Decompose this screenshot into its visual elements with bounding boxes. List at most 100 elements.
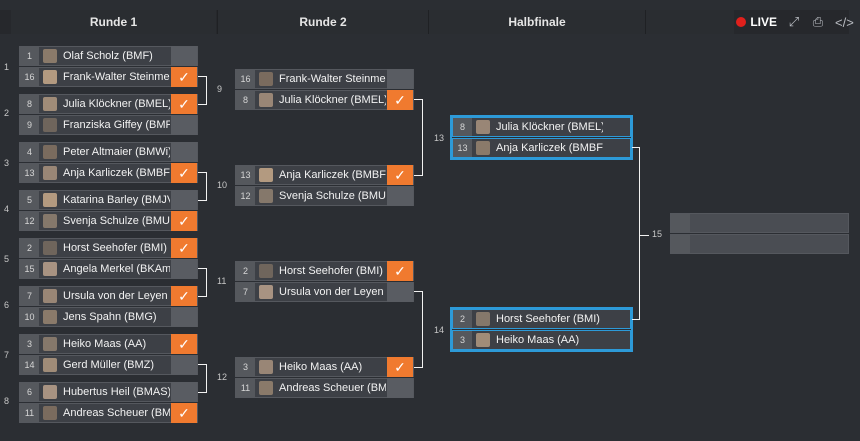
team-slot[interactable] <box>670 213 849 233</box>
pick-checkbox[interactable]: ✓ <box>171 403 197 423</box>
match-number: 8 <box>4 396 10 406</box>
semifinal-header: Halbfinale <box>428 10 645 34</box>
pick-checkbox[interactable]: ✓ <box>171 94 197 114</box>
seed-number: 16 <box>20 68 39 86</box>
avatar <box>43 406 57 420</box>
checkmark-icon: ✓ <box>394 263 406 279</box>
pick-checkbox[interactable]: ✓ <box>171 238 197 258</box>
embed-code-icon[interactable]: </> <box>835 14 854 30</box>
pick-checkbox[interactable] <box>171 355 197 375</box>
bracket-connector <box>414 175 423 176</box>
pick-checkbox[interactable] <box>387 282 413 302</box>
seed-number: 12 <box>236 187 255 205</box>
avatar <box>43 358 57 372</box>
avatar <box>43 193 57 207</box>
pick-checkbox[interactable]: ✓ <box>171 334 197 354</box>
seed-number: 5 <box>20 191 39 209</box>
avatar <box>43 262 57 276</box>
seed-number: 14 <box>20 356 39 374</box>
seed-number: 7 <box>20 287 39 305</box>
match-number: 3 <box>4 158 10 168</box>
team-slot[interactable]: 4 Peter Altmaier (BMWi) <box>19 142 198 162</box>
bracket-connector <box>414 291 423 292</box>
seed-number: 7 <box>236 283 255 301</box>
seed-number: 4 <box>20 143 39 161</box>
pick-checkbox[interactable] <box>171 142 197 162</box>
pick-checkbox[interactable]: ✓ <box>387 90 413 110</box>
team-name: Heiko Maas (AA) <box>279 361 363 373</box>
seed-number: 2 <box>20 239 39 257</box>
team-slot[interactable] <box>670 234 849 254</box>
match-number: 14 <box>434 325 445 335</box>
pick-checkbox[interactable] <box>171 46 197 66</box>
avatar <box>259 381 273 395</box>
match-number: 7 <box>4 350 10 360</box>
pick-checkbox[interactable]: ✓ <box>387 357 413 377</box>
avatar <box>43 166 57 180</box>
pick-checkbox[interactable] <box>171 259 197 279</box>
seed-number: 8 <box>20 95 39 113</box>
live-indicator[interactable]: LIVE <box>736 15 777 29</box>
team-slot[interactable]: 1 Olaf Scholz (BMF) <box>19 46 198 66</box>
team-name: Angela Merkel (BKAmt) <box>63 263 170 275</box>
seed-number: 6 <box>20 383 39 401</box>
pick-checkbox[interactable]: ✓ <box>387 165 413 185</box>
expand-icon[interactable]: ⤢ <box>788 14 800 29</box>
pick-checkbox[interactable]: ✓ <box>171 211 197 231</box>
match-number: 4 <box>4 204 10 214</box>
team-name: Andreas Scheuer (BMVI <box>63 407 170 419</box>
team-slot[interactable]: 14 Gerd Müller (BMZ) <box>19 355 198 375</box>
avatar <box>43 241 57 255</box>
pick-checkbox[interactable] <box>171 190 197 210</box>
pick-checkbox[interactable]: ✓ <box>171 163 197 183</box>
checkmark-icon: ✓ <box>178 336 190 352</box>
team-slot[interactable]: 7 Ursula von der Leyen (B✓ <box>19 286 198 306</box>
team-name: Julia Klöckner (BMEL) <box>63 98 170 110</box>
team-name: Andreas Scheuer (BMVI <box>279 382 386 394</box>
pick-checkbox[interactable] <box>387 186 413 206</box>
team-name: Gerd Müller (BMZ) <box>63 359 155 371</box>
pick-checkbox[interactable]: ✓ <box>171 286 197 306</box>
seed-number: 1 <box>20 47 39 65</box>
seed-number: 13 <box>453 139 472 157</box>
pick-checkbox[interactable] <box>387 378 413 398</box>
pick-checkbox[interactable] <box>171 115 197 135</box>
live-label: LIVE <box>750 15 777 29</box>
pick-checkbox[interactable] <box>171 307 197 327</box>
pick-checkbox[interactable] <box>171 382 197 402</box>
team-slot[interactable]: 8 Julia Klöckner (BMEL)✓ <box>19 94 198 114</box>
team-name: Peter Altmaier (BMWi) <box>63 146 170 158</box>
pick-checkbox[interactable] <box>387 69 413 89</box>
team-name: Olaf Scholz (BMF) <box>63 50 153 62</box>
pick-checkbox[interactable]: ✓ <box>171 67 197 87</box>
pick-checkbox[interactable]: ✓ <box>387 261 413 281</box>
team-name: Ursula von der Leyen (B <box>63 290 170 302</box>
avatar <box>259 93 273 107</box>
print-icon[interactable]: ⎙ <box>812 14 824 29</box>
